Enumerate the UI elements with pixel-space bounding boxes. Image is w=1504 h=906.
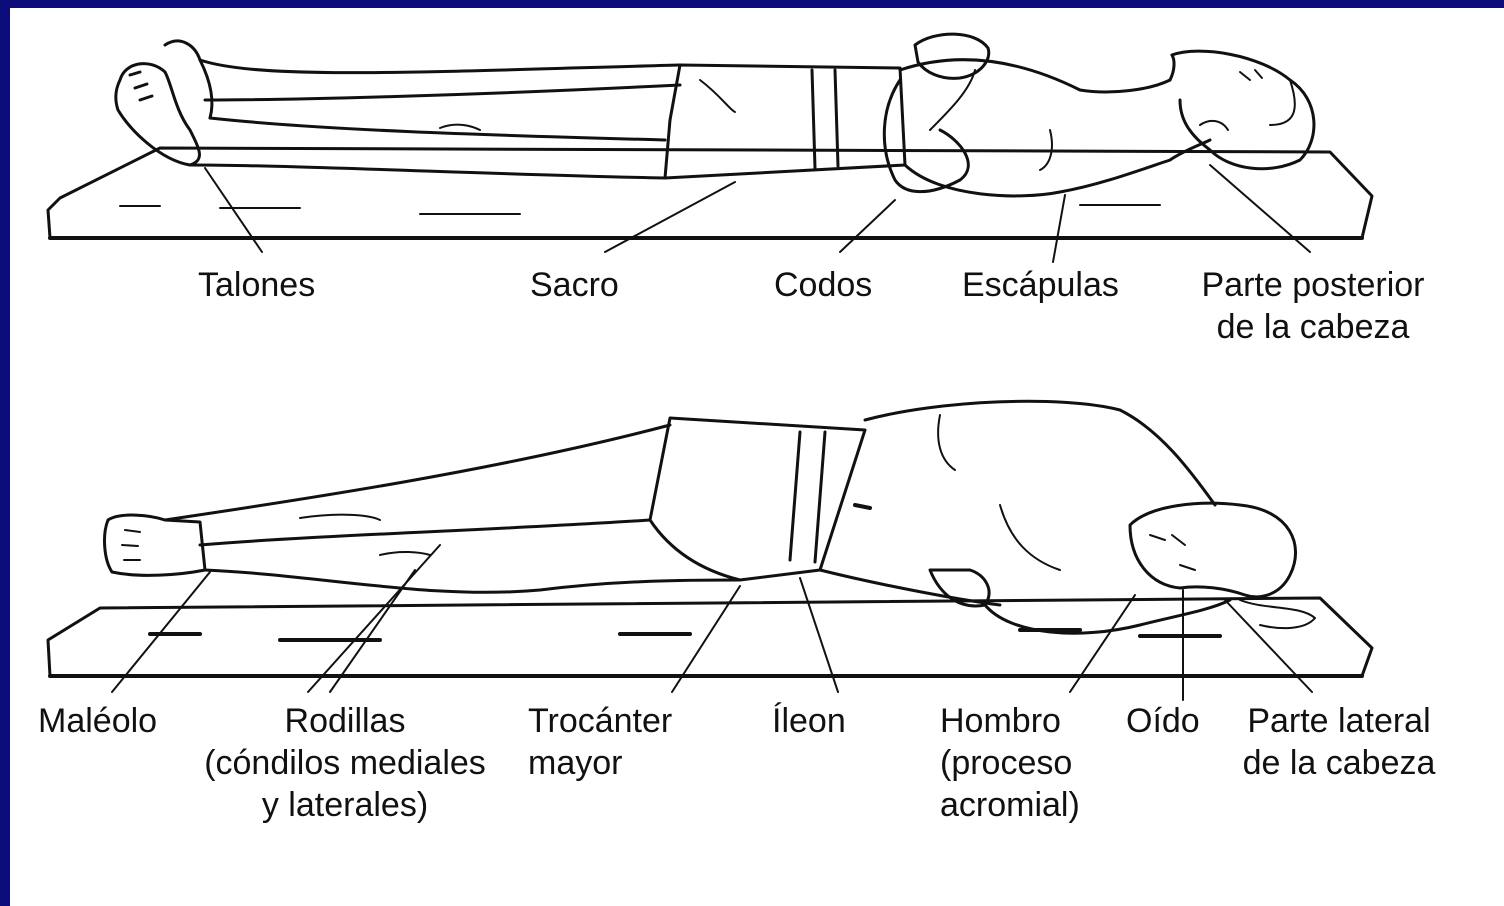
label-talones: Talones (198, 264, 315, 306)
supine-body (116, 34, 1314, 196)
label-rodillas: Rodillas (cóndilos mediales y laterales) (184, 700, 506, 826)
supine-leader-lines (205, 165, 1310, 262)
label-sacro: Sacro (530, 264, 619, 306)
label-ileon: Íleon (772, 700, 846, 742)
supine-mattress (48, 148, 1372, 238)
label-codos: Codos (774, 264, 872, 306)
label-hombro: Hombro (proceso acromial) (940, 700, 1080, 826)
label-maleolo: Maléolo (38, 700, 157, 742)
label-parte-lateral-cabeza: Parte lateral de la cabeza (1230, 700, 1448, 784)
label-trocanter: Trocánter mayor (528, 700, 672, 784)
label-escapulas: Escápulas (962, 264, 1119, 306)
label-oido: Oído (1126, 700, 1200, 742)
lateral-mattress (48, 598, 1372, 676)
label-parte-posterior-cabeza: Parte posterior de la cabeza (1182, 264, 1444, 348)
